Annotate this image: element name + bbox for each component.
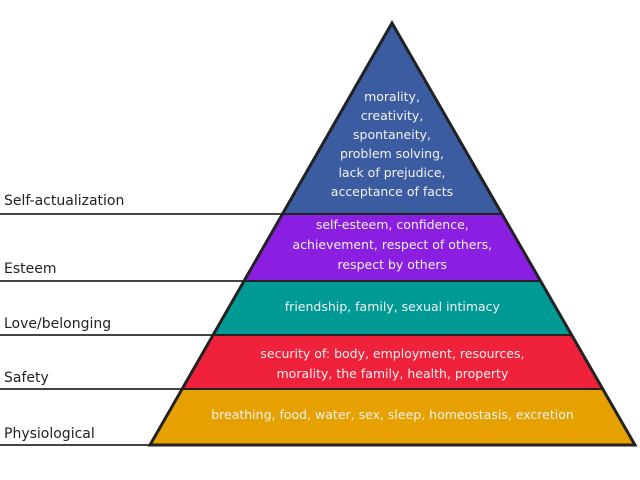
tier-description-line: security of: body, employment, resources…	[260, 346, 524, 361]
level-label: Love/belonging	[4, 316, 111, 332]
tier-description-line: morality, the family, health, property	[277, 366, 509, 381]
pyramid-outline	[147, 19, 638, 447]
tier-description-line: spontaneity,	[353, 127, 431, 142]
level-label: Esteem	[4, 261, 57, 277]
level-label: Self-actualization	[4, 193, 124, 209]
pyramid-tier-self-actualization: morality, creativity, spontaneity, problem …	[0, 20, 504, 215]
tier-description-line: breathing, food, water, sex, sleep, home…	[211, 407, 574, 422]
tier-description-line: acceptance of facts	[331, 184, 453, 199]
tier-description-line: self-esteem, confidence,	[316, 217, 469, 232]
tier-description-line: lack of prejudice,	[338, 165, 445, 180]
tier-description-line: achievement, respect of others,	[293, 237, 493, 252]
pyramid-tier-safety: security of: body, employment, resources…	[0, 334, 605, 390]
tier-description-line: problem solving,	[340, 146, 444, 161]
level-label: Safety	[4, 370, 49, 386]
tier-description-line: friendship, family, sexual intimacy	[285, 299, 501, 314]
level-label: Physiological	[4, 426, 95, 442]
tier-description-line: morality,	[364, 89, 420, 104]
tier-description-line: creativity,	[361, 108, 424, 123]
pyramid-tier-physiological: breathing, food, water, sex, sleep, home…	[0, 388, 637, 446]
tier-description-line: respect by others	[338, 257, 448, 272]
pyramid-tier-esteem: self-esteem, confidence, achievement, res…	[0, 213, 543, 282]
pyramid-tier-love-belonging: friendship, family, sexual intimacyLove/…	[0, 280, 574, 336]
